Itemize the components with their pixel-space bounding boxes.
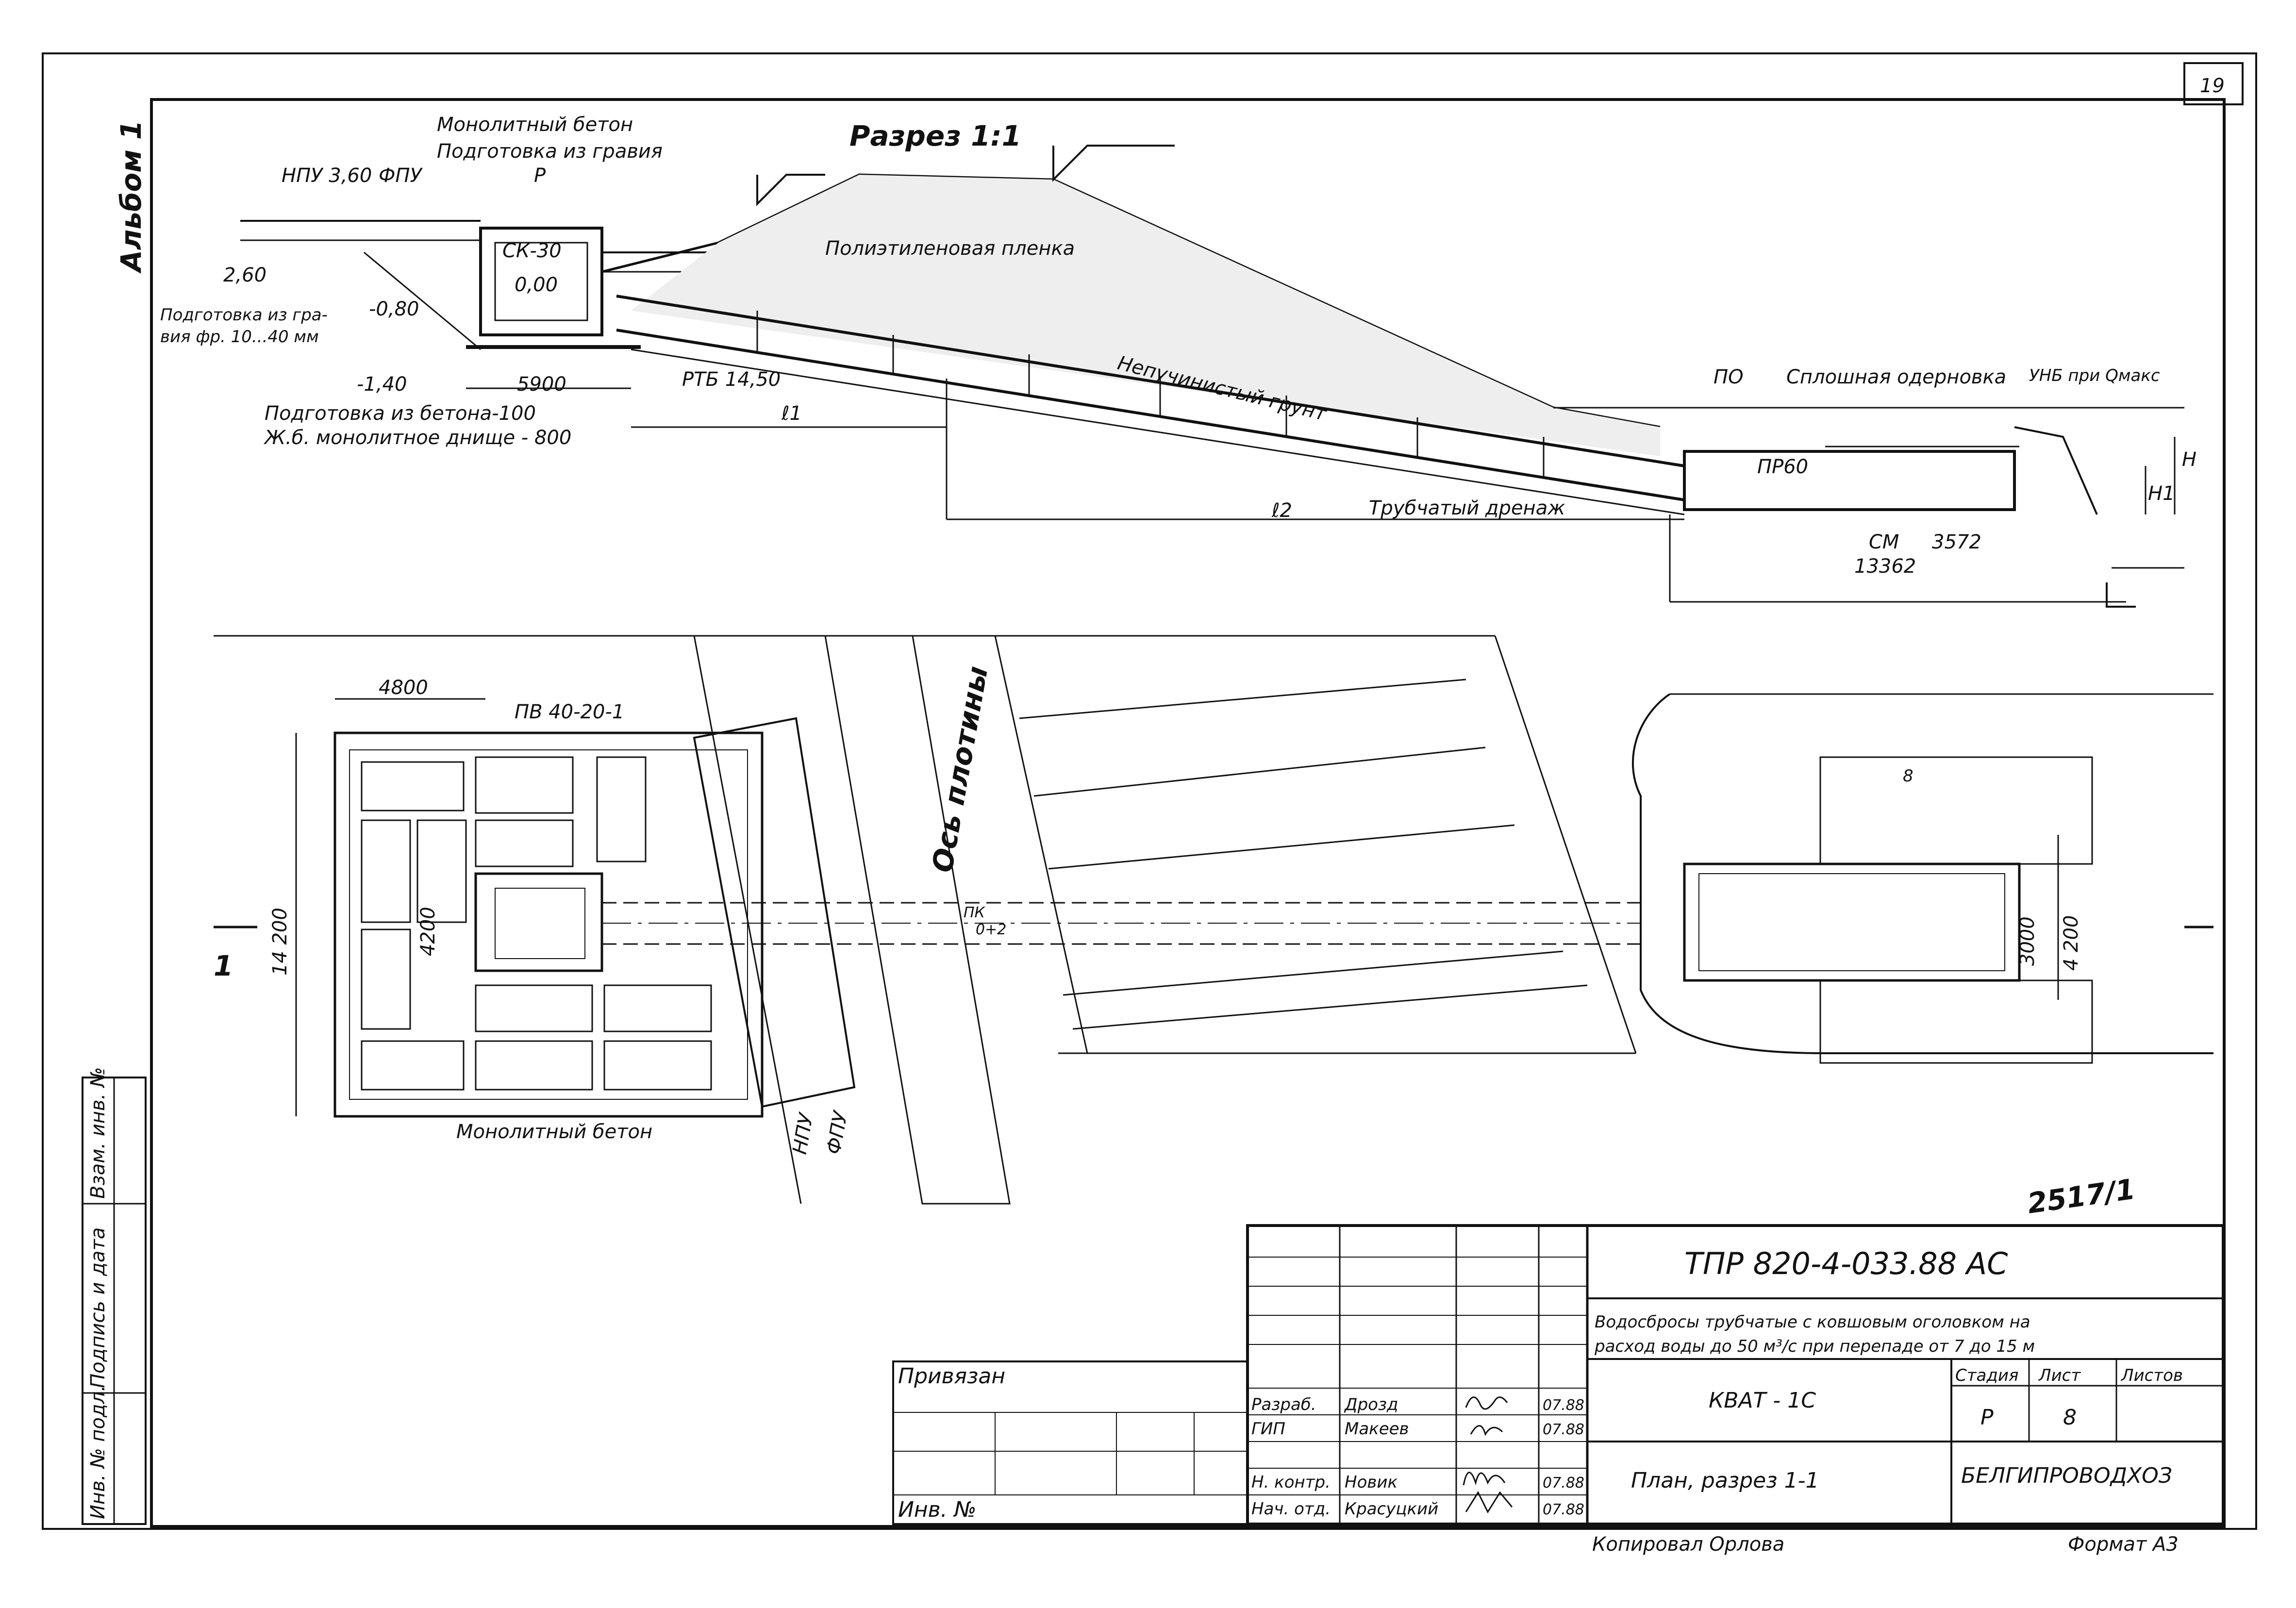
pipe-top bbox=[616, 295, 1685, 467]
tb-name-developer: Дрозд bbox=[1344, 1395, 1398, 1414]
label-h1: Н1 bbox=[2148, 482, 2175, 505]
label-dim-4200-intake: 4200 bbox=[417, 907, 439, 956]
strip-signature-date: Подпись и дата bbox=[87, 1227, 109, 1388]
label-p: Р bbox=[534, 165, 546, 187]
tb-bound: Привязан bbox=[898, 1364, 1005, 1389]
tb-name-chief-engineer: Макеев bbox=[1345, 1419, 1409, 1439]
tb-stage-value: Р bbox=[1980, 1405, 1994, 1430]
tb-role-norm-control: Н. контр. bbox=[1251, 1473, 1331, 1492]
title-block: ТПР 820-4-033.88 АС Водосбросы трубчатые… bbox=[892, 1224, 2225, 1525]
tb-role-developer: Разраб. bbox=[1251, 1395, 1316, 1414]
label-fpu-plan: ФПУ bbox=[823, 1109, 852, 1156]
label-drain: Трубчатый дренаж bbox=[1369, 497, 1565, 519]
dam-axis-band bbox=[824, 635, 1011, 1205]
sheet-number-box bbox=[2183, 62, 2244, 105]
tb-organization: БЕЛГИПРОВОДХОЗ bbox=[1961, 1463, 2172, 1488]
tb-date-developer: 07.88 bbox=[1543, 1397, 1584, 1414]
outer-frame bbox=[42, 52, 2257, 1530]
label-dim-14200: 14 200 bbox=[269, 908, 291, 976]
label-dim-3572: 3572 bbox=[1932, 531, 1981, 553]
section-title: Разрез 1:1 bbox=[849, 119, 1021, 152]
label-dim-13362: 13362 bbox=[1854, 555, 1916, 578]
label-fpu: ФПУ bbox=[379, 165, 423, 187]
label-npu-plan: НПУ bbox=[789, 1111, 818, 1156]
label-pr60: ПР60 bbox=[1757, 456, 1808, 478]
album-label: Альбом 1 bbox=[115, 120, 148, 274]
tb-sheets-header: Листов bbox=[2120, 1366, 2183, 1385]
label-l2: ℓ2 bbox=[1271, 499, 1292, 522]
plan-view: 4800 ПВ 40-20-1 14 200 4200 Ось плотины … bbox=[214, 635, 2213, 1205]
tb-sheet-header: Лист bbox=[2038, 1366, 2081, 1385]
signature-developer bbox=[1465, 1396, 1508, 1410]
strip-replaced-inv: Взам. инв. № bbox=[87, 1067, 109, 1199]
label-cut-marker: 1 bbox=[214, 949, 233, 982]
tb-desc-line2: расход воды до 50 м³/с при перепаде от 7… bbox=[1594, 1337, 2035, 1356]
tb-role-dept-head: Нач. отд. bbox=[1251, 1499, 1331, 1519]
signature-chief-engineer bbox=[1470, 1425, 1503, 1436]
pipe-bottom bbox=[616, 329, 1685, 501]
label-level-080: -0,80 bbox=[369, 298, 419, 320]
label-dim-3000: 3000 bbox=[2016, 916, 2039, 966]
label-po: ПО bbox=[1714, 366, 1744, 388]
label-sm: СМ bbox=[1869, 531, 1899, 553]
label-level-260: 2,60 bbox=[223, 264, 266, 286]
tb-code: ТПР 820-4-033.88 АС bbox=[1684, 1246, 2008, 1281]
footer-copied-by: Копировал Орлова bbox=[1592, 1533, 1784, 1556]
signature-dept-head bbox=[1465, 1491, 1513, 1514]
sheet-corner-number: 19 bbox=[2200, 75, 2225, 97]
label-l1: ℓ1 bbox=[781, 402, 802, 425]
label-polyethylene: Полиэтиленовая пленка bbox=[825, 237, 1075, 260]
footer-format: Формат А3 bbox=[2068, 1533, 2179, 1556]
tb-date-norm-control: 07.88 bbox=[1543, 1475, 1584, 1492]
outlet-basin bbox=[1683, 862, 2021, 982]
tb-sheet-value: 8 bbox=[2063, 1405, 2077, 1430]
stilling-basin bbox=[1683, 450, 2016, 511]
label-dim-4200-outlet: 4 200 bbox=[2060, 915, 2082, 971]
label-gravel-fraction-2: вия фр. 10...40 мм bbox=[160, 327, 319, 347]
label-level-140: -1,40 bbox=[357, 373, 407, 396]
strip-inv-original: Инв. № подл. bbox=[87, 1385, 109, 1519]
label-monolith-plan: Монолитный бетон bbox=[456, 1121, 652, 1143]
label-pv: ПВ 40-20-1 bbox=[515, 701, 624, 723]
tb-date-dept-head: 07.88 bbox=[1543, 1501, 1584, 1518]
tb-date-chief-engineer: 07.88 bbox=[1543, 1421, 1584, 1438]
label-turf: Сплошная одерновка bbox=[1786, 366, 2006, 388]
drawing-stamp: 2517/1 bbox=[2025, 1172, 2137, 1220]
tb-name-dept-head: Красуцкий bbox=[1345, 1499, 1438, 1519]
label-pk-number: 0+2 bbox=[976, 921, 1006, 938]
label-monolith-top: Монолитный бетон bbox=[437, 114, 633, 136]
label-sk30: СК-30 bbox=[502, 240, 562, 262]
label-unb: УНБ при Qмакс bbox=[2029, 366, 2160, 385]
label-slab: Ж.б. монолитное днище - 800 bbox=[263, 427, 571, 449]
left-strip: Инв. № подл. Подпись и дата Взам. инв. № bbox=[82, 1067, 147, 1525]
tb-name-norm-control: Новик bbox=[1345, 1473, 1398, 1492]
label-turf-mark: 8 bbox=[1903, 766, 1913, 786]
label-concrete-prep: Подготовка из бетона-100 bbox=[265, 402, 536, 425]
tb-desc-line1: Водосбросы трубчатые с ковшовым оголовко… bbox=[1595, 1312, 2030, 1332]
tb-role-chief-engineer: ГИП bbox=[1251, 1419, 1285, 1439]
intake-chamber bbox=[474, 872, 603, 972]
dam-head-wall bbox=[693, 717, 856, 1108]
outlet-contour bbox=[1631, 693, 2213, 1054]
signature-norm-control bbox=[1463, 1472, 1506, 1486]
tb-kvat: КВАТ - 1С bbox=[1709, 1388, 1816, 1413]
tb-stage-header: Стадия bbox=[1955, 1366, 2018, 1385]
tb-inv: Инв. № bbox=[898, 1497, 976, 1522]
label-h: Н bbox=[2182, 448, 2196, 471]
tb-plan-title: План, разрез 1-1 bbox=[1631, 1468, 1819, 1493]
label-pk: ПК bbox=[964, 904, 986, 921]
label-rtb: РТБ 14,50 bbox=[682, 368, 781, 391]
intake-slab bbox=[333, 731, 764, 1118]
label-gravel-prep: Подготовка из гравия bbox=[437, 140, 663, 163]
drawing-frame bbox=[150, 98, 2226, 1528]
label-npu: НПУ 3,60 bbox=[282, 165, 372, 187]
label-dim-4800: 4800 bbox=[379, 677, 428, 699]
label-gravel-fraction-1: Подготовка из гра- bbox=[160, 305, 328, 325]
label-level-000: 0,00 bbox=[515, 274, 558, 296]
label-dim-5900: 5900 bbox=[517, 373, 566, 396]
section-view: Разрез 1:1 bbox=[160, 114, 2196, 608]
